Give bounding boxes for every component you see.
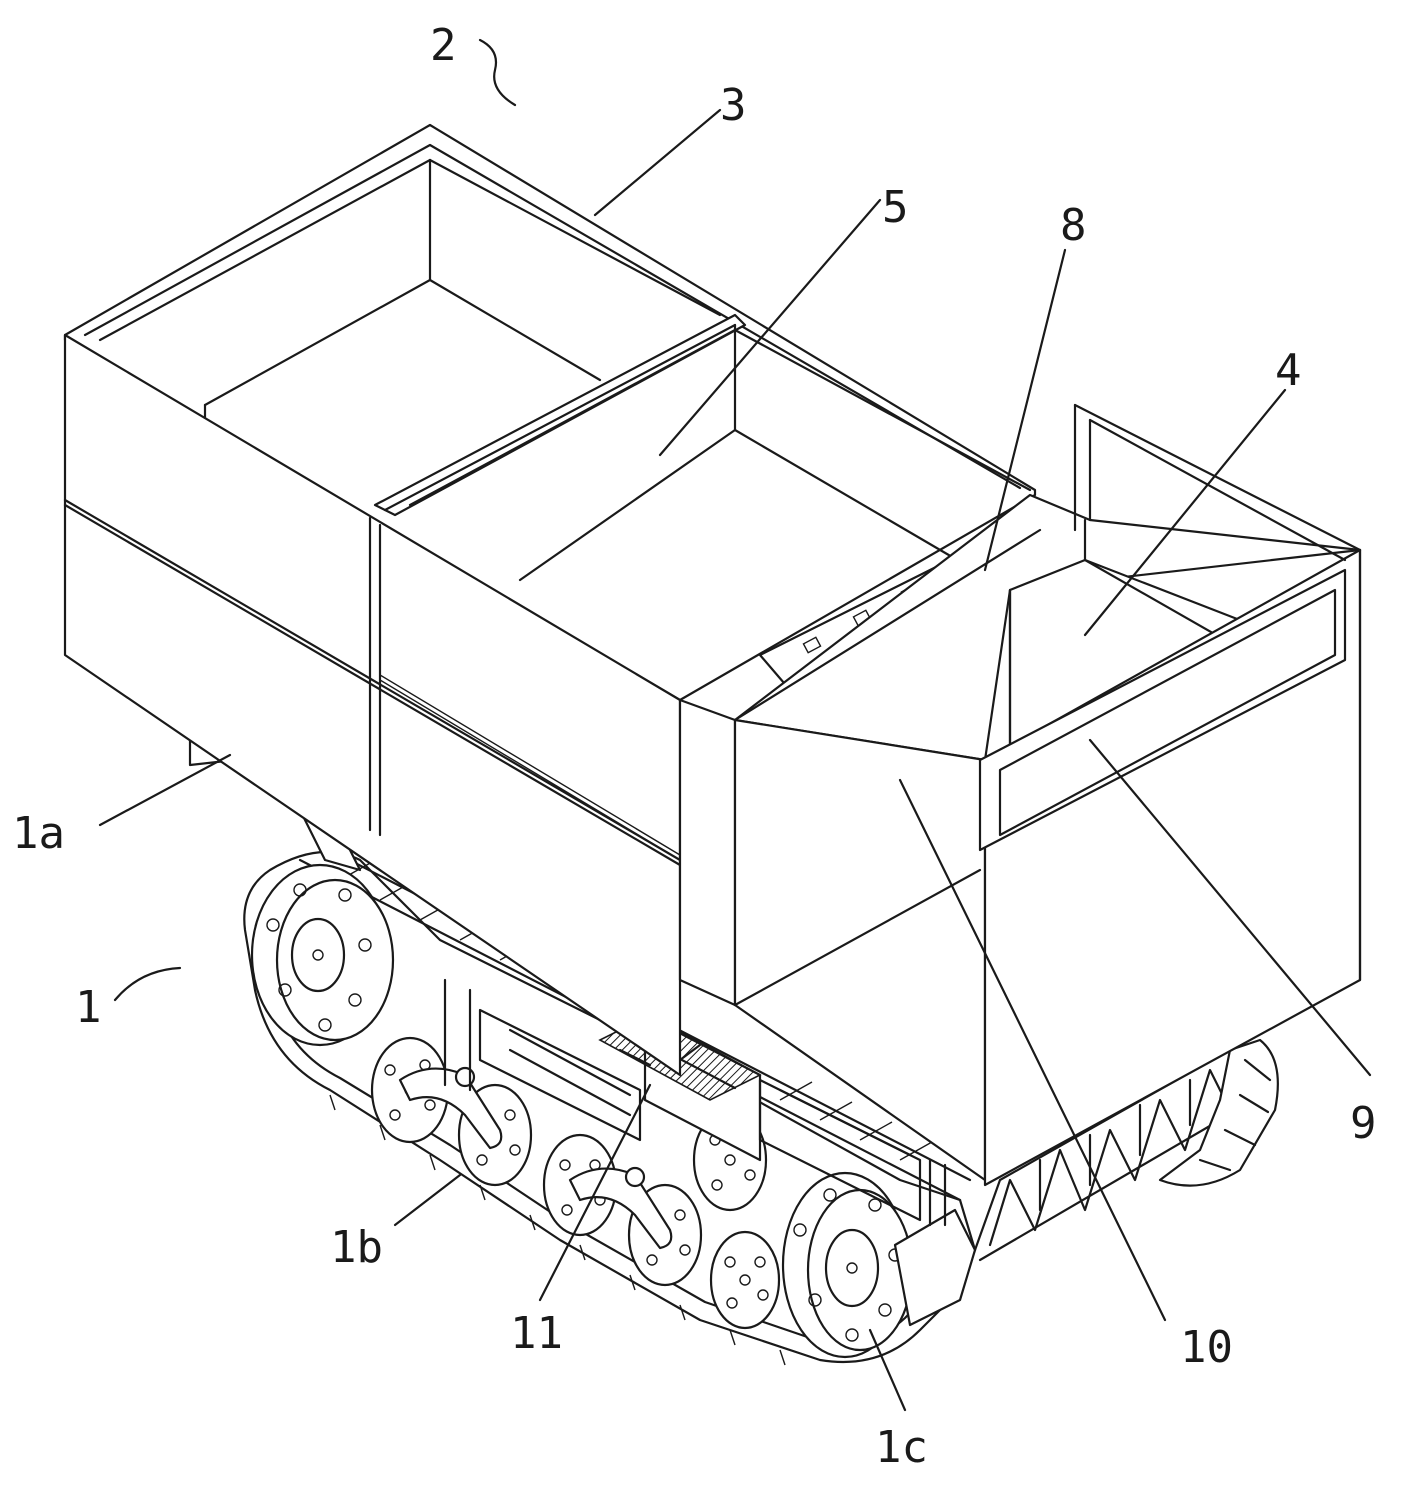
callout-1: 1 xyxy=(75,982,102,1033)
leader-10 xyxy=(898,778,1167,1322)
callout-5: 5 xyxy=(882,182,909,233)
leader-1c xyxy=(868,1328,907,1412)
leader-5 xyxy=(658,198,882,457)
leader-1 xyxy=(113,966,182,1002)
leader-11 xyxy=(538,1083,652,1302)
crawler-track xyxy=(243,848,977,1366)
suspension-arms xyxy=(398,1066,673,1250)
callout-labels: 2 3 5 8 4 1a 1 9 1b 11 10 1c xyxy=(12,20,1377,1473)
leader-3 xyxy=(593,108,722,217)
callout-1b: 1b xyxy=(330,1222,383,1273)
callout-8: 8 xyxy=(1060,200,1087,251)
callout-3: 3 xyxy=(720,80,747,131)
leader-9 xyxy=(1088,738,1372,1077)
callout-1a: 1a xyxy=(12,808,65,859)
callout-11: 11 xyxy=(510,1308,563,1359)
road-wheels xyxy=(370,1036,781,1330)
leader-1b xyxy=(393,1173,462,1227)
leader-lines xyxy=(98,38,1372,1412)
track-treads-bottom xyxy=(329,1094,786,1366)
callout-9: 9 xyxy=(1350,1098,1377,1149)
callout-10: 10 xyxy=(1180,1322,1233,1373)
leader-4 xyxy=(1083,388,1287,637)
leader-8 xyxy=(983,248,1067,572)
leader-2 xyxy=(478,38,517,107)
drive-wheel-rear xyxy=(781,1171,914,1359)
cabin-box xyxy=(733,403,1362,1187)
leader-1a xyxy=(98,753,232,827)
drive-wheel-front xyxy=(250,863,395,1047)
callout-2: 2 xyxy=(430,20,457,71)
callout-4: 4 xyxy=(1275,345,1302,396)
callout-1c: 1c xyxy=(875,1422,928,1473)
